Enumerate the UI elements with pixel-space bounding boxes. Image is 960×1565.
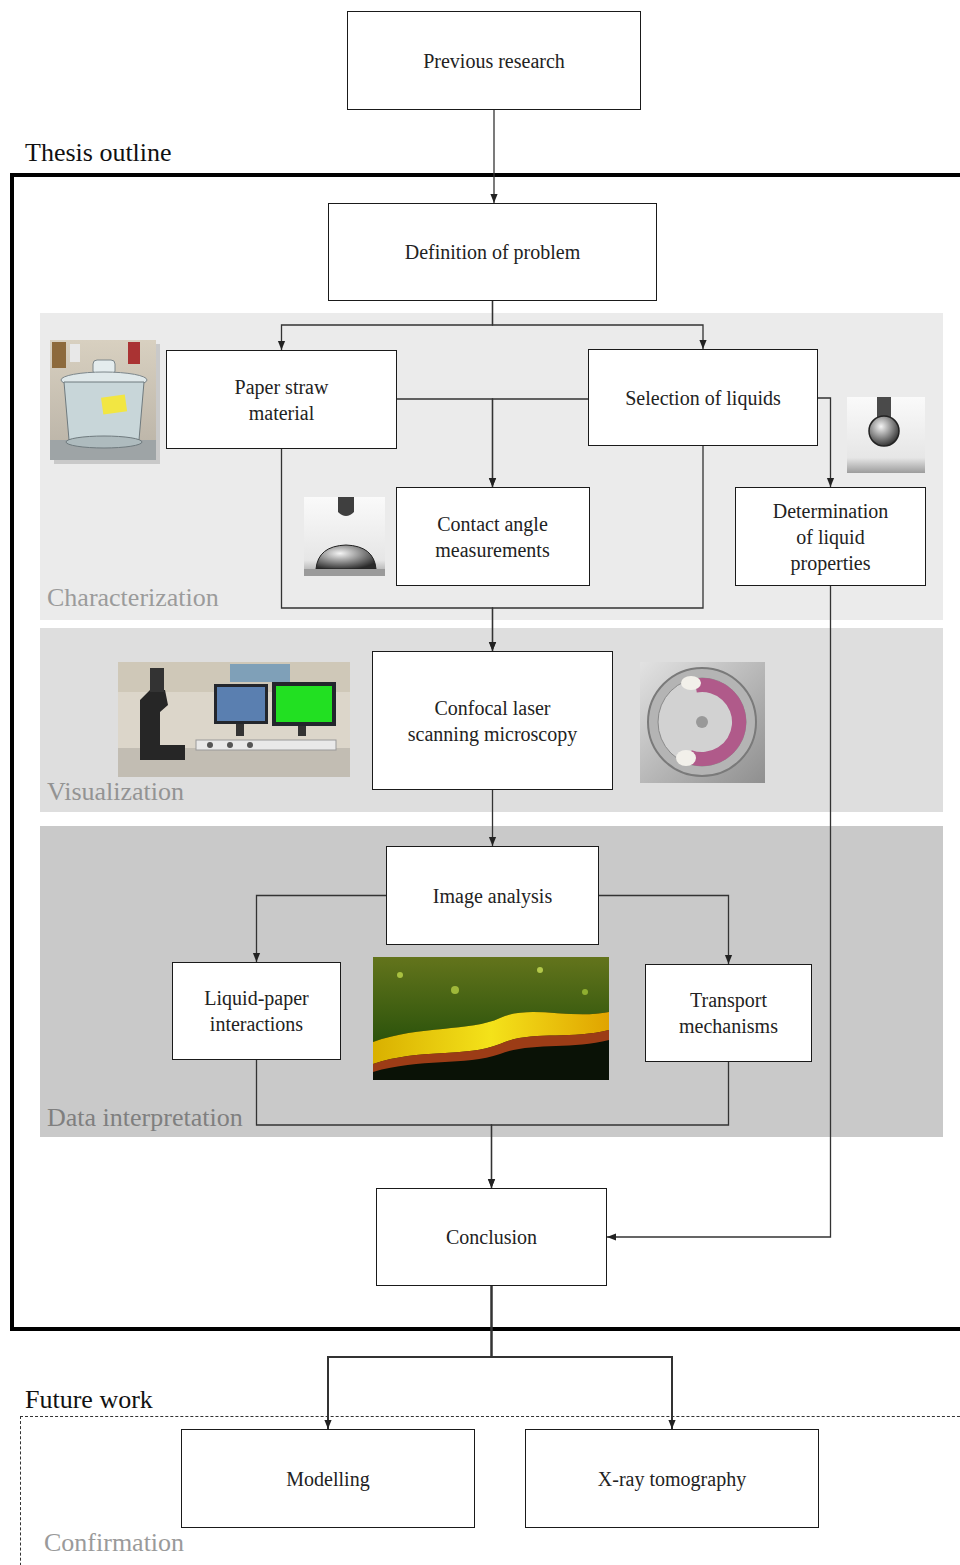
pendant-drop-photo: [847, 397, 925, 473]
box-label: X-ray tomography: [598, 1466, 746, 1492]
band-label: Visualization: [47, 774, 184, 810]
flow-arrow: [397, 399, 493, 487]
microscope-setup-photo-part: [236, 724, 244, 736]
flow-arrow: [257, 896, 387, 963]
sample-holder-photo-part: [648, 668, 756, 776]
desiccator-photo-part: [66, 436, 142, 448]
desiccator-photo-part: [70, 344, 80, 362]
flow-arrow: [328, 1286, 492, 1429]
clsm-image-part: [582, 989, 588, 995]
connector-group: [257, 110, 831, 1429]
flow-arrow: [282, 301, 493, 350]
clsm-image-part: [397, 972, 403, 978]
sessile-drop-photo-part: [338, 497, 354, 516]
microscope-setup-photo-part: [227, 742, 233, 748]
flow-arrow: [282, 449, 493, 651]
band-label: Characterization: [47, 580, 219, 616]
clsm-image-part: [373, 957, 609, 1080]
flow-arrow: [492, 790, 493, 846]
microscope-setup-photo-part: [276, 686, 332, 722]
microscope-setup-photo-part: [118, 662, 350, 777]
desiccator-photo-part: [50, 340, 156, 460]
box-label: Definition of problem: [405, 239, 581, 265]
band-label: Data interpretation: [47, 1100, 243, 1136]
flow-arrow: [493, 110, 494, 203]
microscope-setup-photo-part: [214, 684, 268, 724]
box-label: Conclusion: [446, 1224, 537, 1250]
microscope-setup-photo-part: [196, 740, 336, 750]
microscope-setup-photo-part: [247, 742, 253, 748]
process-box: Confocal laser scanning microscopy: [372, 651, 613, 790]
process-box: Liquid-paper interactions: [172, 962, 341, 1060]
process-box: Modelling: [181, 1429, 475, 1528]
stage-band: Paper straw material Selection of liquids…: [40, 313, 943, 620]
flow-arrow: [818, 398, 831, 487]
flow-arrow: [493, 399, 589, 487]
sample-holder-photo-part: [676, 750, 696, 766]
process-box: X-ray tomography: [525, 1429, 819, 1528]
desiccator-photo-part: [128, 342, 140, 364]
box-label: Paper straw material: [207, 374, 357, 426]
process-box: Previous research: [347, 11, 641, 110]
pendant-drop-photo-part: [877, 397, 891, 417]
sessile-drop-photo: [304, 497, 385, 576]
sample-holder-photo-part: [681, 676, 701, 690]
box-label: Determination of liquid properties: [763, 498, 898, 576]
process-box: Transport mechanisms: [645, 964, 812, 1062]
process-box: Image analysis: [386, 846, 599, 945]
flow-arrow: [492, 1062, 729, 1188]
process-box: Conclusion: [376, 1188, 607, 1286]
frame-heading: Future work: [25, 1384, 153, 1415]
process-box: Determination of liquid properties: [735, 487, 926, 586]
clsm-image-part: [451, 986, 459, 994]
flow-arrow: [599, 896, 729, 965]
microscope-setup-photo-part: [298, 726, 306, 736]
sessile-drop-photo-part: [304, 497, 385, 576]
sample-holder-photo: [640, 662, 765, 783]
sample-holder-photo-part: [696, 716, 708, 728]
desiccator-photo-part: [64, 382, 144, 440]
pendant-drop-photo-part: [847, 397, 925, 473]
clsm-image: [373, 957, 609, 1080]
microscope-setup-photo-part: [217, 687, 265, 721]
box-label: Selection of liquids: [625, 385, 781, 411]
box-label: Liquid-paper interactions: [192, 985, 322, 1037]
frame-heading: Thesis outline: [25, 137, 172, 168]
box-label: Contact angle measurements: [408, 511, 578, 563]
process-box: Paper straw material: [166, 350, 397, 449]
desiccator-photo-part: [52, 342, 66, 368]
flow-arrow: [493, 446, 704, 651]
region-label: Confirmation: [44, 1525, 184, 1561]
microscope-setup-photo: [118, 662, 350, 777]
flow-arrow: [257, 1060, 492, 1188]
flow-arrow: [607, 586, 831, 1237]
microscope-setup-photo-part: [230, 664, 290, 682]
process-box: Contact angle measurements: [396, 487, 590, 586]
clsm-image-part: [537, 967, 543, 973]
box-label: Previous research: [423, 48, 565, 74]
microscope-setup-photo-part: [140, 690, 185, 760]
sample-holder-photo-part: [640, 662, 765, 783]
sessile-drop-photo-part: [316, 545, 376, 569]
flow-arrow: [493, 301, 704, 349]
flow-arrow: [492, 1286, 673, 1429]
desiccator-photo-part: [101, 394, 127, 414]
microscope-setup-photo-part: [272, 682, 336, 726]
process-box: Definition of problem: [328, 203, 657, 301]
box-label: Image analysis: [433, 883, 552, 909]
box-label: Transport mechanisms: [669, 987, 789, 1039]
box-label: Confocal laser scanning microscopy: [398, 695, 588, 747]
process-box: Selection of liquids: [588, 349, 818, 446]
desiccator-photo: [50, 340, 160, 464]
future-frame: ModellingX-ray tomographyFuture workConf…: [20, 1416, 960, 1565]
clsm-image-part: [373, 1030, 609, 1072]
microscope-setup-photo-part: [207, 742, 213, 748]
sample-holder-photo-part: [658, 678, 746, 766]
sessile-drop-photo-part: [304, 569, 385, 576]
sample-holder-photo-part: [687, 678, 746, 766]
microscope-setup-photo-part: [150, 668, 164, 692]
box-label: Modelling: [286, 1466, 369, 1492]
pendant-drop-photo-part: [869, 416, 899, 446]
